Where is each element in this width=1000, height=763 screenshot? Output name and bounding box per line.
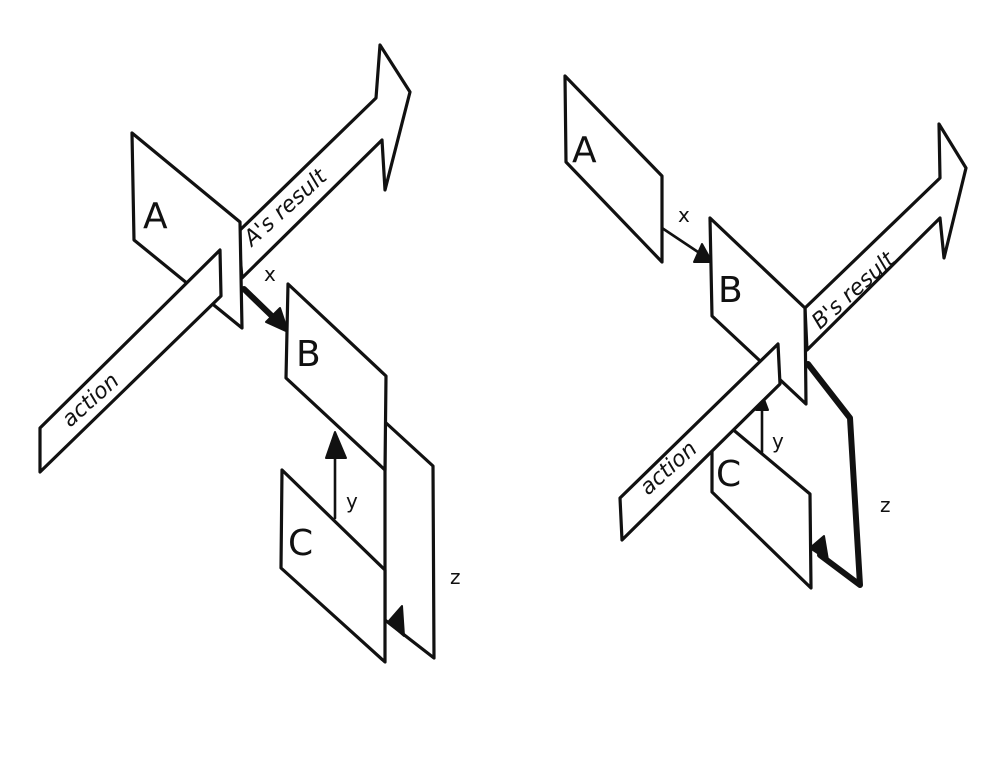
left-edge-x-label: x <box>264 262 276 286</box>
left-edge-x-head <box>265 307 289 333</box>
right-box-a <box>563 74 664 264</box>
right-edge-z <box>805 361 863 588</box>
right-box-b-label: B <box>718 270 743 311</box>
left-z-loop <box>383 420 436 660</box>
left-edge-y-label: y <box>346 489 358 513</box>
left-box-c <box>279 468 387 664</box>
right-box-b <box>708 216 808 406</box>
right-edge-z-label: z <box>880 493 891 517</box>
left-diagram: A's result A action x B y C z <box>38 43 461 664</box>
left-edge-z-label: z <box>450 565 461 589</box>
left-box-b-label: B <box>296 334 321 375</box>
left-edge-y-head <box>325 431 347 459</box>
left-result-label: A's result <box>238 164 333 253</box>
right-edge-x-head <box>693 243 713 263</box>
right-edge-x <box>660 226 700 254</box>
left-box-b <box>284 282 388 472</box>
left-edge-z-head <box>387 605 405 637</box>
right-box-c-label: C <box>716 454 741 495</box>
left-box-a-label: A <box>143 196 168 237</box>
right-box-c <box>710 410 813 590</box>
right-action-arrow <box>618 342 782 542</box>
left-action-arrow <box>38 248 223 474</box>
right-edge-y-label: y <box>772 429 784 453</box>
left-edge-x <box>241 286 279 323</box>
right-box-a-label: A <box>572 130 597 171</box>
left-box-c-label: C <box>288 523 313 564</box>
left-result-arrow <box>236 43 412 280</box>
right-result-arrow <box>803 122 968 352</box>
right-edge-x-label: x <box>678 203 690 227</box>
right-edge-z-head <box>809 535 829 561</box>
right-diagram: A x B's result B z C y action <box>563 74 968 590</box>
